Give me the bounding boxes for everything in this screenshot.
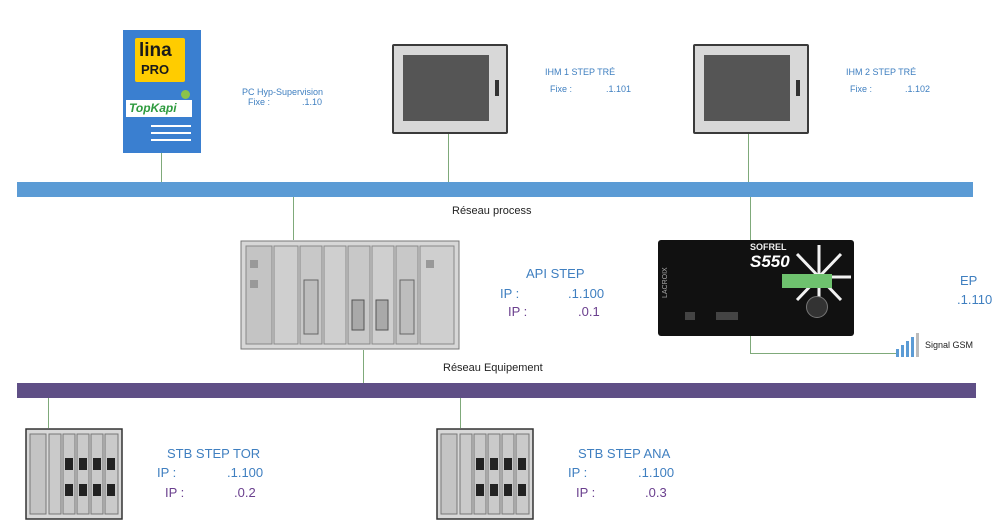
doc-line-icon [151,139,191,141]
hmi2-panel [693,44,809,134]
hmi1-screen [403,55,489,121]
supervision-pc: lina PRO TopKapi [123,30,201,153]
pc-link [161,153,162,182]
stb-ana-ip1-label: IP : [568,465,588,480]
pro-logo-text: PRO [141,62,170,77]
stb-ana-ip2-value: .0.3 [645,485,667,500]
pc-fixe-label: Fixe : [248,97,271,107]
sofrel-knob-icon [806,296,828,318]
stb-ana-ip2-label: IP : [576,485,596,500]
pc-name: PC Hyp-Supervision [242,87,324,97]
api-plc-rack [240,240,460,350]
doc-line-icon [151,125,191,127]
status-dot-icon [181,90,190,99]
api-ip2-label: IP : [508,304,528,319]
stb-ana-name: STB STEP ANA [578,446,671,461]
hmi2-handle-icon [796,80,800,96]
sofrel-s550-device: SOFREL S550 LACROIX [658,240,854,336]
stb-tor-ip2-label: IP : [165,485,185,500]
sofrel-brand: SOFREL [750,242,787,252]
lina-pro-logo: lina PRO [135,38,185,82]
plc-rack-icon [240,240,460,350]
sofrel-model: S550 [750,252,790,271]
stb-ana-module [436,428,534,520]
stb-tor-ip1-value: .1.100 [227,465,264,480]
process-network-label: Réseau process [452,205,532,217]
gsm-link-vertical [750,336,751,354]
pc-fixe-value: .1.10 [302,97,323,107]
api-ip1-value: .1.100 [568,286,605,301]
hmi1-handle-icon [495,80,499,96]
hmi2-name: IHM 2 STEP TRÉ [846,67,917,77]
api-ip2-value: .0.1 [578,304,600,319]
hmi2-screen [704,55,790,121]
sofrel-ip-partial: .1.110 [957,292,993,307]
sofrel-name-partial: EP [960,273,978,288]
api-name: API STEP [526,266,585,281]
hmi2-fixe-label: Fixe : [850,84,873,94]
sofrel-maker: LACROIX [662,267,669,298]
api-ip1-label: IP : [500,286,520,301]
stb-tor-link [48,398,49,428]
stb-module-icon [25,428,123,520]
gsm-signal-label: Signal GSM [925,340,974,350]
doc-line-icon [151,132,191,134]
topkapi-logo: TopKapi [126,100,192,117]
sofrel-port-icon [685,312,695,320]
topkapi-logo-text: TopKapi [129,101,177,115]
hmi1-link [448,133,449,182]
hmi2-fixe-value: .1.102 [905,84,931,94]
equipment-network-bus [17,383,976,398]
hmi1-fixe-value: .1.101 [606,84,632,94]
stb-tor-ip1-label: IP : [157,465,177,480]
stb-tor-ip2-value: .0.2 [234,485,256,500]
hmi2-link [748,133,749,182]
stb-ana-link [460,398,461,428]
stb-tor-module [25,428,123,520]
lina-logo-text: lina [139,40,172,61]
sofrel-display [782,274,832,288]
hmi1-panel [392,44,508,134]
gsm-link-horizontal [750,353,898,354]
process-network-bus [17,182,973,197]
api-process-link [293,197,294,240]
gsm-signal-icon [896,333,919,357]
stb-ana-ip1-value: .1.100 [638,465,675,480]
hmi1-name: IHM 1 STEP TRÉ [545,67,616,77]
sofrel-port-icon [716,312,738,320]
stb-module-icon [436,428,534,520]
hmi1-fixe-label: Fixe : [550,84,573,94]
api-equipment-link [363,350,364,383]
equipment-network-label: Réseau Equipement [443,362,543,374]
stb-tor-name: STB STEP TOR [167,446,261,461]
sofrel-link [750,197,751,240]
